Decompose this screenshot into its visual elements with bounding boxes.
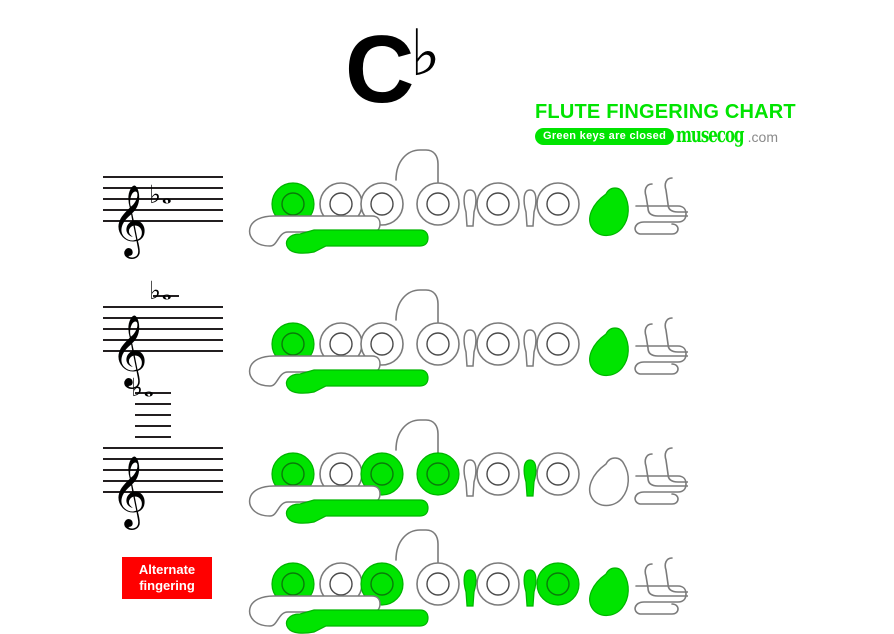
ledger-line (135, 425, 171, 427)
ledger-line (135, 436, 171, 438)
trill-key-2[interactable] (524, 330, 536, 366)
alt-badge-line2: fingering (139, 578, 195, 594)
foot-roller-b-key[interactable] (665, 318, 688, 352)
key-right-1[interactable] (417, 563, 459, 605)
key-right-3[interactable] (537, 323, 579, 365)
chart-heading: FLUTE FINGERING CHART (535, 101, 796, 124)
alt-badge-line1: Alternate (139, 562, 195, 578)
key-right-1[interactable] (417, 183, 459, 225)
key-right-2[interactable] (477, 323, 519, 365)
foot-roller-c-key[interactable] (635, 206, 686, 234)
fingering-diagram-row-1[interactable] (248, 142, 688, 254)
staff-3: 𝄞 ♭𝅝 (103, 447, 223, 497)
note-accidental-flat: ♭ (410, 17, 438, 91)
key-right-2[interactable] (477, 563, 519, 605)
foot-roller-c-key[interactable] (635, 586, 686, 614)
thumb-bb-lever[interactable] (287, 370, 429, 393)
key-right-2[interactable] (477, 453, 519, 495)
fingering-diagram-row-3[interactable] (248, 412, 688, 524)
fingering-diagram-row-4[interactable] (248, 522, 688, 634)
notehead-whole: 𝅝 (162, 180, 172, 209)
key-right-3[interactable] (537, 563, 579, 605)
key-right-1[interactable] (417, 323, 459, 365)
thumb-bb-lever[interactable] (287, 230, 429, 253)
brand-tld: .com (748, 129, 778, 145)
key-right-3[interactable] (537, 183, 579, 225)
alternate-fingering-badge: Alternate fingering (122, 557, 212, 599)
accidental-flat: ♭ (149, 276, 161, 305)
key-right-2[interactable] (477, 183, 519, 225)
foot-roller-b-key[interactable] (665, 178, 688, 212)
trill-key-1[interactable] (464, 190, 476, 226)
staff-1: 𝄞 ♭𝅝 (103, 176, 223, 226)
accidental-flat: ♭ (149, 180, 161, 209)
accidental-flat: ♭ (131, 373, 143, 402)
page-title: C♭ (345, 22, 441, 118)
trill-key-1[interactable] (464, 460, 476, 496)
trill-key-1[interactable] (464, 570, 476, 606)
foot-roller-b-key[interactable] (665, 448, 688, 482)
note-letter: C (345, 16, 412, 123)
trill-key-1[interactable] (464, 330, 476, 366)
notehead-whole: 𝅝 (144, 373, 154, 402)
thumb-bb-lever[interactable] (287, 500, 429, 523)
staff-line (103, 447, 223, 449)
foot-roller-b-key[interactable] (665, 558, 688, 592)
brand-logo[interactable]: musecog.com (676, 125, 778, 148)
trill-key-2[interactable] (524, 190, 536, 226)
key-right-1[interactable] (417, 453, 459, 495)
staff-line (103, 306, 223, 308)
dsharp-pinky-key[interactable] (590, 188, 629, 236)
foot-roller-c-key[interactable] (635, 476, 686, 504)
staff-line (103, 176, 223, 178)
trill-key-2[interactable] (524, 570, 536, 606)
dsharp-pinky-key[interactable] (590, 568, 629, 616)
notehead-whole: 𝅝 (162, 276, 172, 305)
ledger-line (135, 414, 171, 416)
trill-key-2[interactable] (524, 460, 536, 496)
dsharp-pinky-key[interactable] (590, 458, 629, 506)
ledger-line (135, 403, 171, 405)
fingering-diagram-row-2[interactable] (248, 282, 688, 394)
key-right-3[interactable] (537, 453, 579, 495)
dsharp-pinky-key[interactable] (590, 328, 629, 376)
staff-2: 𝄞 ♭𝅝 (103, 306, 223, 356)
foot-roller-c-key[interactable] (635, 346, 686, 374)
